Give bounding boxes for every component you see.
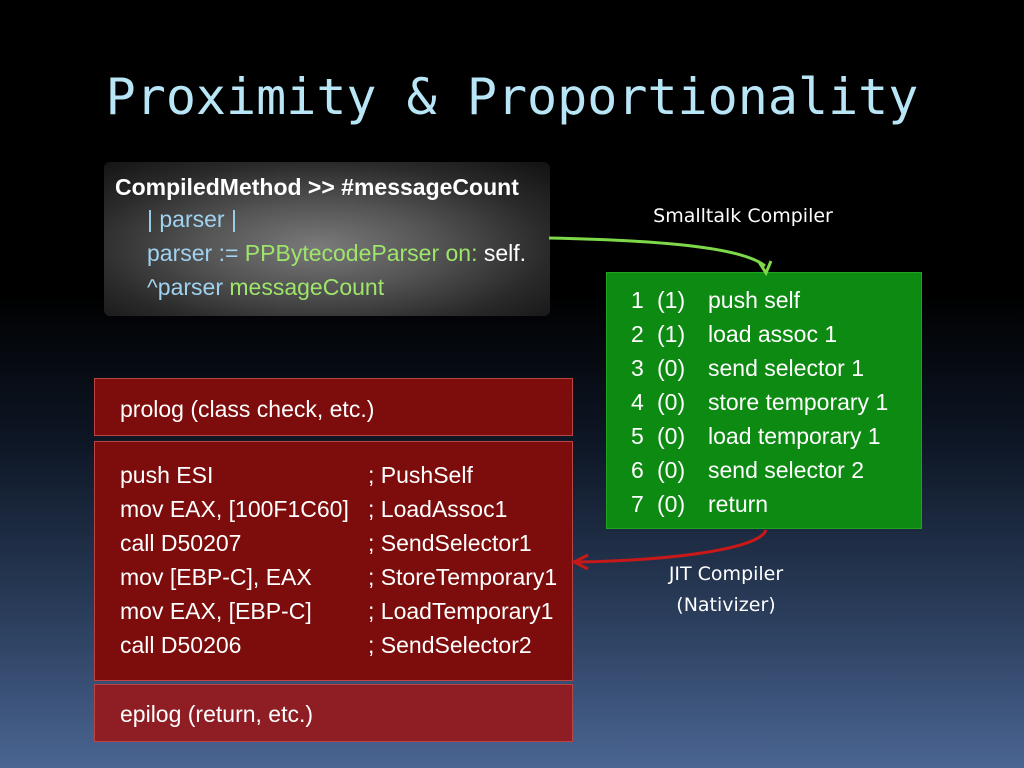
bytecode-instruction: load temporary 1 [708,423,881,449]
bytecode-stack: (1) [657,287,686,313]
bytecode-row: 7 (0) return [607,491,921,525]
assignment-var: parser := [147,240,245,266]
asm-comment: ; LoadTemporary1 [368,598,554,624]
bytecode-instruction: load assoc 1 [708,321,838,347]
keyword-on: on: [439,240,478,266]
asm-row: call D50207 ; SendSelector1 [120,530,570,564]
bytecode-row: 1 (1) push self [607,287,921,321]
jit-compiler-arrow [577,529,768,564]
bytecode-stack: (0) [657,355,686,381]
smalltalk-compiler-arrow [548,236,766,268]
bytecode-index: 7 [631,491,644,517]
epilog-box: epilog (return, etc.) [94,684,573,742]
bytecode-index: 3 [631,355,644,381]
asm-instruction: mov EAX, [EBP-C] [120,598,312,624]
prolog-text: prolog (class check, etc.) [120,396,375,422]
bytecode-index: 5 [631,423,644,449]
source-code-box: CompiledMethod >> #messageCount | parser… [104,162,550,316]
bytecode-row: 6 (0) send selector 2 [607,457,921,491]
self-arg: self. [477,240,527,266]
smalltalk-compiler-label: Smalltalk Compiler [653,205,833,227]
slide-title: Proximity & Proportionality [105,68,919,126]
bytecode-row: 2 (1) load assoc 1 [607,321,921,355]
assignment-line: parser := PPBytecodeParser on: self. [147,240,526,267]
method-header: CompiledMethod >> #messageCount [115,174,519,200]
bytecode-instruction: return [708,491,769,517]
bytecode-stack: (1) [657,321,686,347]
asm-row: call D50206 ; SendSelector2 [120,632,570,666]
jit-compiler-label: JIT Compiler [668,563,784,585]
epilog-text: epilog (return, etc.) [120,701,314,727]
bytecode-index: 1 [631,287,644,313]
bytecode-index: 6 [631,457,644,483]
bytecode-instruction: send selector 1 [708,355,864,381]
asm-row: mov EAX, [100F1C60] ; LoadAssoc1 [120,496,570,530]
asm-comment: ; StoreTemporary1 [368,564,558,590]
asm-row: mov EAX, [EBP-C] ; LoadTemporary1 [120,598,570,632]
bytecode-stack: (0) [657,457,686,483]
bytecode-index: 2 [631,321,644,347]
return-line: ^parser messageCount [147,274,384,301]
bytecode-stack: (0) [657,389,686,415]
asm-instruction: call D50206 [120,632,242,658]
temp-declaration: | parser | [147,206,237,232]
bytecode-instruction: store temporary 1 [708,389,889,415]
message-count: messageCount [229,274,385,300]
bytecode-stack: (0) [657,423,686,449]
asm-row: mov [EBP-C], EAX ; StoreTemporary1 [120,564,570,598]
asm-comment: ; PushSelf [368,462,473,488]
asm-comment: ; LoadAssoc1 [368,496,508,522]
bytecode-instruction: send selector 2 [708,457,864,483]
bytecode-index: 4 [631,389,644,415]
prolog-box: prolog (class check, etc.) [94,378,573,436]
bytecode-row: 5 (0) load temporary 1 [607,423,921,457]
parser-class: PPBytecodeParser [244,240,440,266]
asm-instruction: push ESI [120,462,214,488]
bytecode-stack: (0) [657,491,686,517]
return-parser: ^parser [147,274,230,300]
bytecode-row: 3 (0) send selector 1 [607,355,921,389]
jit-compiler-arrowhead [570,553,589,571]
asm-instruction: mov EAX, [100F1C60] [120,496,349,522]
asm-instruction: call D50207 [120,530,242,556]
asm-comment: ; SendSelector2 [368,632,532,658]
bytecode-instruction: push self [708,287,801,313]
smalltalk-compiler-arrowhead [757,260,773,277]
asm-instruction: mov [EBP-C], EAX [120,564,312,590]
native-code-box: push ESI ; PushSelf mov EAX, [100F1C60] ; L… [94,441,573,681]
nativizer-label: (Nativizer) [676,594,776,616]
asm-row: push ESI ; PushSelf [120,462,570,496]
bytecode-box: 1 (1) push self 2 (1) load assoc 1 3 (0) send se… [606,272,922,529]
asm-comment: ; SendSelector1 [368,530,532,556]
bytecode-row: 4 (0) store temporary 1 [607,389,921,423]
